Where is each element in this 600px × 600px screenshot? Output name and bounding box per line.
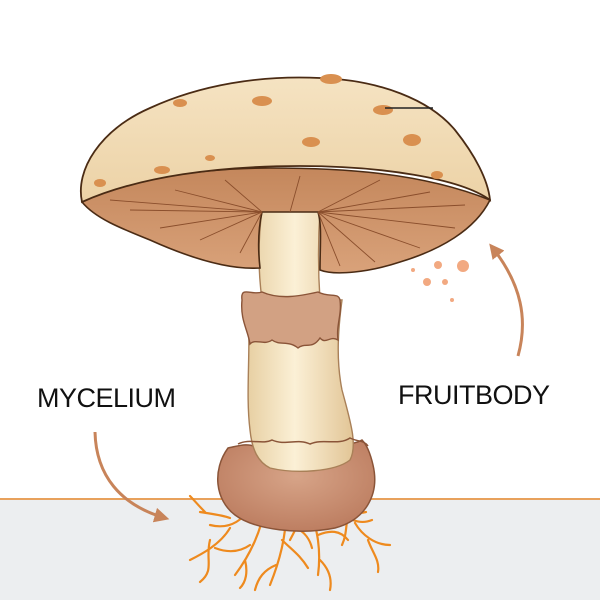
volva-rim bbox=[237, 437, 369, 447]
cap-gills bbox=[80, 167, 492, 274]
mycelium-label: MYCELIUM bbox=[37, 383, 176, 413]
spores bbox=[411, 260, 469, 302]
fruitbody-label: FRUITBODY bbox=[398, 380, 550, 410]
gill-lines bbox=[109, 175, 466, 267]
arrow-to-mycelium bbox=[93, 431, 170, 523]
cap-spots bbox=[94, 74, 443, 187]
arrow-to-fruitbody bbox=[489, 243, 524, 357]
ring-annulus bbox=[240, 291, 342, 349]
